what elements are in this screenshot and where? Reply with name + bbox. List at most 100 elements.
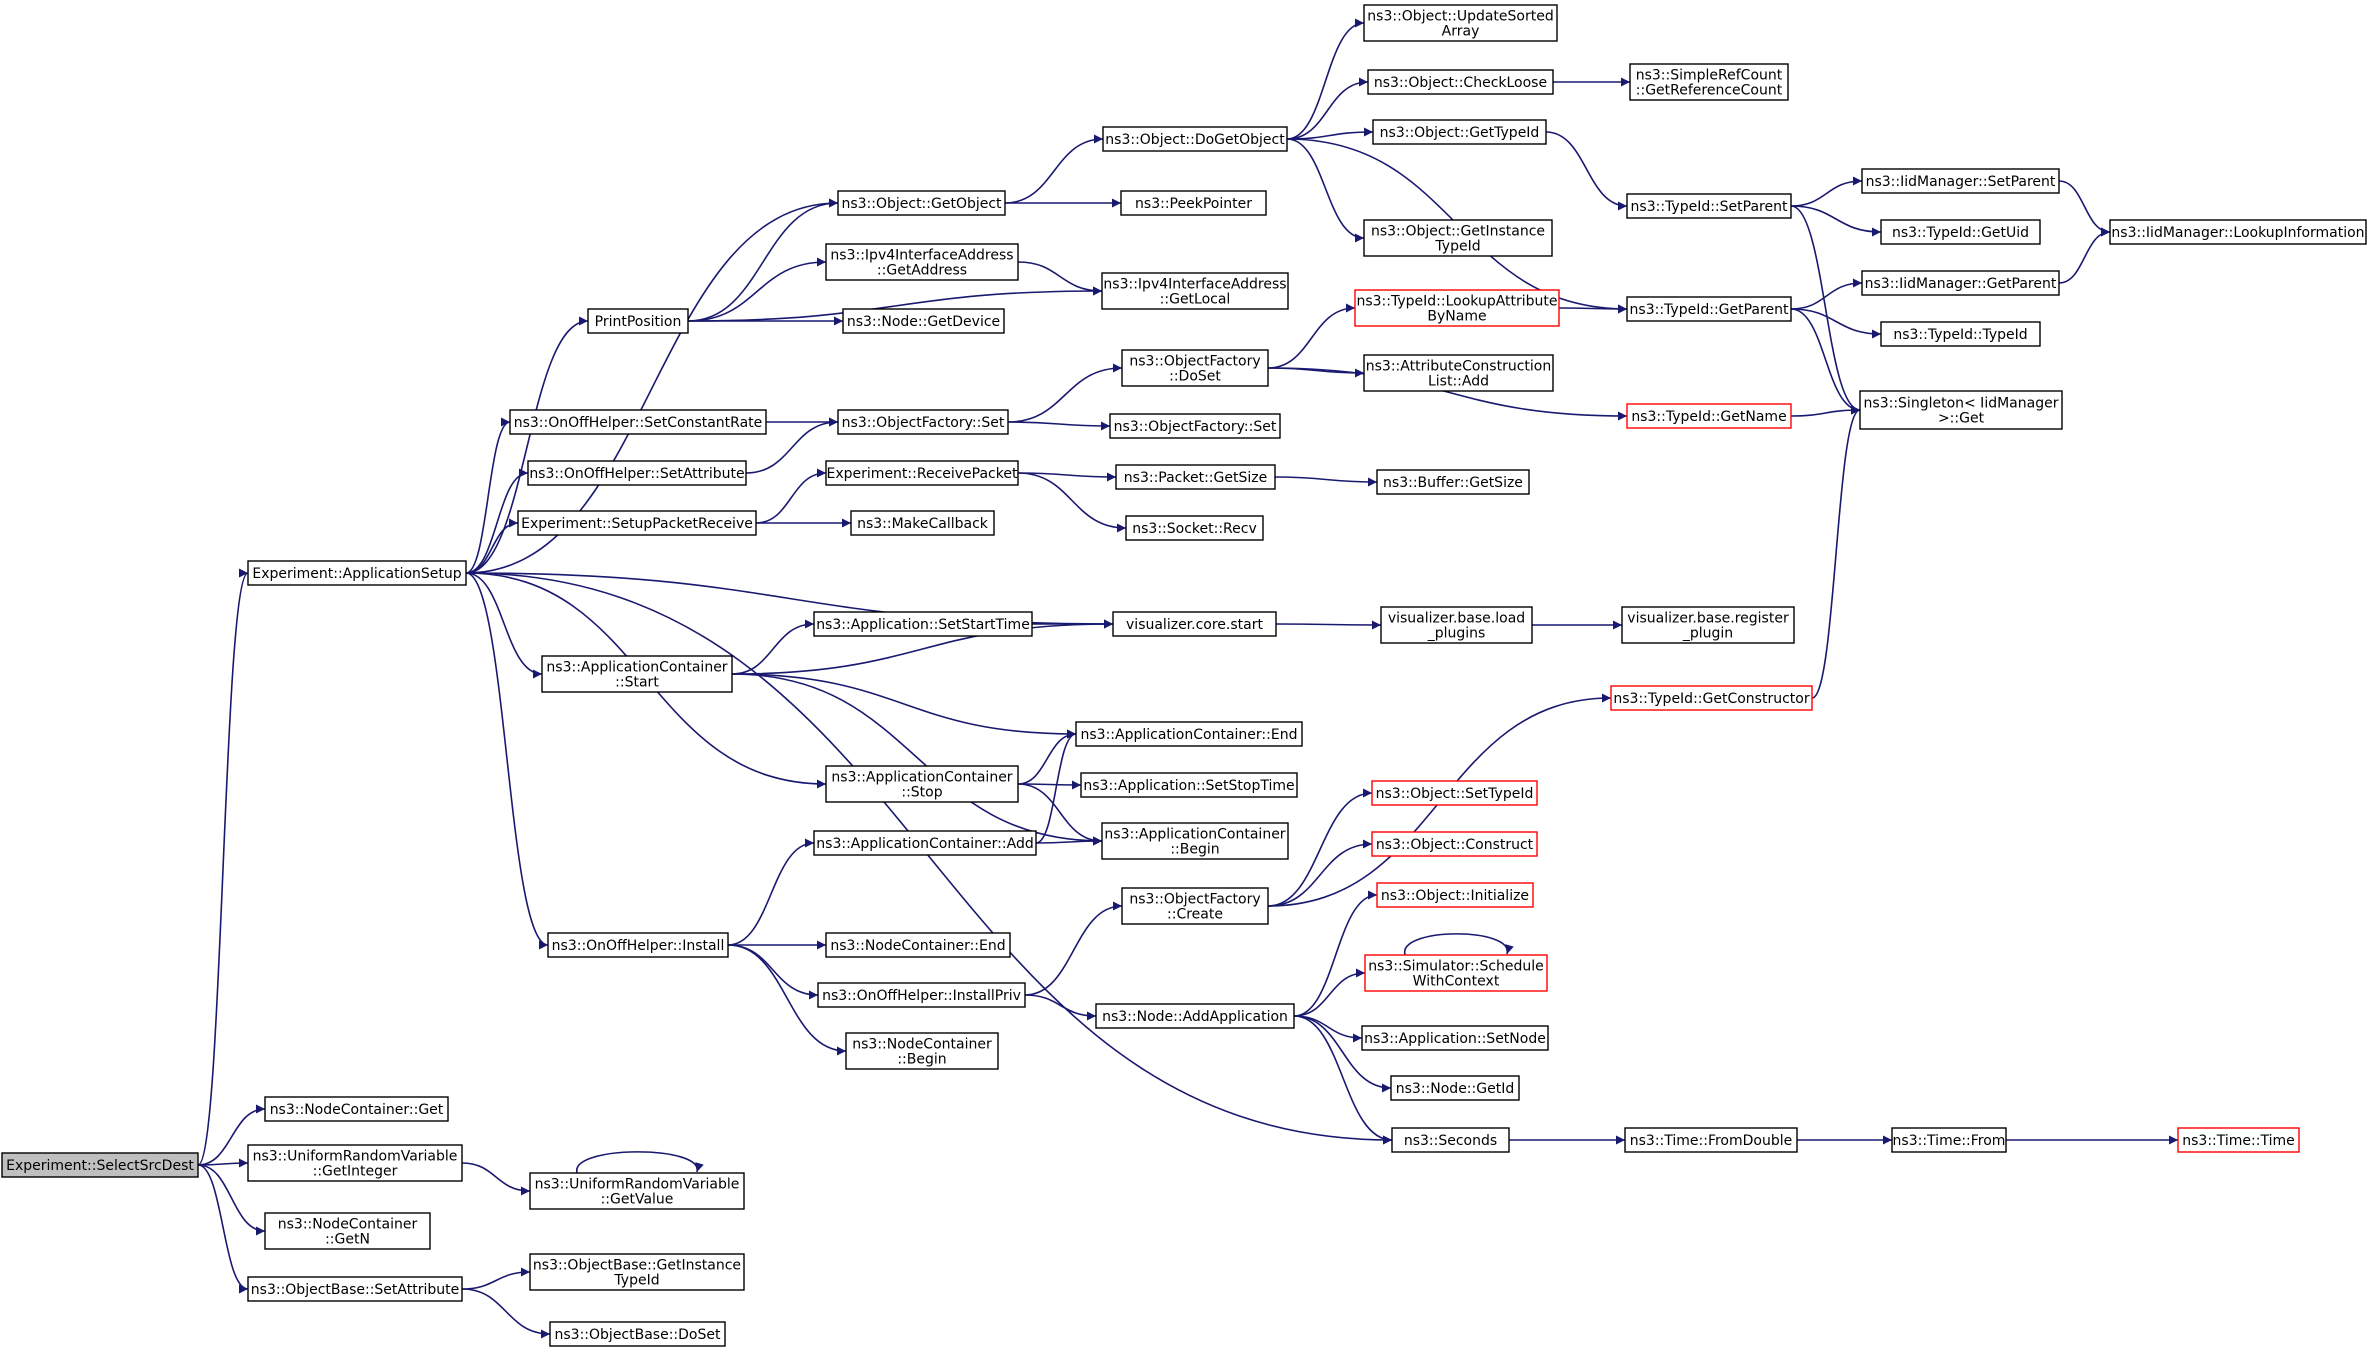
node-box bbox=[825, 243, 1019, 281]
node-peekpointer[interactable]: ns3::PeekPointer bbox=[1120, 190, 1267, 216]
node-time_time[interactable]: ns3::Time::Time bbox=[2177, 1127, 2300, 1153]
node-ipv4_getaddress[interactable]: ns3::Ipv4InterfaceAddress::GetAddress bbox=[825, 243, 1019, 281]
node-obj_getobject[interactable]: ns3::Object::GetObject bbox=[837, 190, 1006, 216]
node-selectsrcdest[interactable]: Experiment::SelectSrcDest bbox=[1, 1152, 199, 1178]
node-label: Experiment::ReceivePacket bbox=[827, 466, 1018, 482]
node-onoff_install[interactable]: ns3::OnOffHelper::Install bbox=[547, 932, 729, 958]
node-appcont_add[interactable]: ns3::ApplicationContainer::Add bbox=[813, 830, 1037, 856]
node-box bbox=[1121, 887, 1269, 925]
node-label: ns3::ApplicationContainer bbox=[1104, 827, 1285, 843]
node-label: Experiment::SetupPacketReceive bbox=[521, 516, 753, 532]
node-node_getdevice[interactable]: ns3::Node::GetDevice bbox=[842, 308, 1005, 334]
node-obj_checkloose[interactable]: ns3::Object::CheckLoose bbox=[1367, 69, 1554, 95]
node-onoff_setconstantrate[interactable]: ns3::OnOffHelper::SetConstantRate bbox=[509, 409, 767, 435]
node-exp_setuppacketreceive[interactable]: Experiment::SetupPacketReceive bbox=[517, 510, 757, 536]
node-node_addapplication[interactable]: ns3::Node::AddApplication bbox=[1095, 1003, 1295, 1029]
node-singleton_get[interactable]: ns3::Singleton< IidManager >::Get bbox=[1859, 390, 2063, 430]
node-label: visualizer.core.start bbox=[1126, 617, 1263, 633]
node-appcont_end[interactable]: ns3::ApplicationContainer::End bbox=[1075, 721, 1303, 747]
node-typeid_getname[interactable]: ns3::TypeId::GetName bbox=[1626, 403, 1792, 429]
node-nc_get[interactable]: ns3::NodeContainer::Get bbox=[264, 1096, 449, 1122]
node-of_create[interactable]: ns3::ObjectFactory::Create bbox=[1121, 887, 1269, 925]
node-time_fromdouble[interactable]: ns3::Time::FromDouble bbox=[1624, 1127, 1798, 1153]
node-time_from[interactable]: ns3::Time::From bbox=[1891, 1127, 2007, 1153]
node-viz_base_registerplugin[interactable]: visualizer.base.register_plugin bbox=[1621, 606, 1795, 644]
node-app_setstoptime[interactable]: ns3::Application::SetStopTime bbox=[1080, 772, 1298, 798]
node-onoff_setattribute[interactable]: ns3::OnOffHelper::SetAttribute bbox=[527, 460, 747, 486]
edge-node_addapplication-to-sim_schedulewithcontext bbox=[1293, 968, 1366, 1017]
node-of_set2[interactable]: ns3::ObjectFactory::Set bbox=[1109, 413, 1281, 439]
node-makecallback[interactable]: ns3::MakeCallback bbox=[850, 510, 995, 536]
node-box bbox=[845, 1032, 999, 1070]
node-label: ns3::UniformRandomVariable bbox=[535, 1177, 740, 1193]
node-appcont_start[interactable]: ns3::ApplicationContainer::Start bbox=[541, 655, 733, 693]
node-typeid_setparent[interactable]: ns3::TypeId::SetParent bbox=[1626, 193, 1792, 219]
node-of_set[interactable]: ns3::ObjectFactory::Set bbox=[837, 409, 1009, 435]
edge-sim_schedulewithcontext-to-sim_schedulewithcontext bbox=[1404, 933, 1514, 956]
node-appsetup[interactable]: Experiment::ApplicationSetup bbox=[247, 560, 467, 586]
node-app_setstarttime[interactable]: ns3::Application::SetStartTime bbox=[813, 611, 1033, 637]
node-label: ns3::Object::SetTypeId bbox=[1376, 786, 1534, 802]
node-obj_dogetobject[interactable]: ns3::Object::DoGetObject bbox=[1102, 126, 1288, 152]
node-urv_getvalue[interactable]: ns3::UniformRandomVariable::GetValue bbox=[529, 1172, 745, 1210]
node-nc_end[interactable]: ns3::NodeContainer::End bbox=[825, 932, 1011, 958]
node-ob_setattribute[interactable]: ns3::ObjectBase::SetAttribute bbox=[247, 1276, 463, 1302]
edge-typeid_lookupattributebyname-to-typeid_getparent bbox=[1558, 304, 1628, 314]
node-iidmanager_lookupinformation[interactable]: ns3::IidManager::LookupInformation bbox=[2109, 219, 2367, 245]
node-obj_construct[interactable]: ns3::Object::Construct bbox=[1371, 831, 1538, 857]
node-label: ns3::ObjectFactory bbox=[1129, 354, 1260, 370]
edge-exp_setuppacketreceive-to-exp_receivepacket bbox=[755, 468, 827, 524]
node-ipv4_getlocal[interactable]: ns3::Ipv4InterfaceAddress::GetLocal bbox=[1101, 272, 1289, 310]
node-packet_getsize[interactable]: ns3::Packet::GetSize bbox=[1115, 464, 1276, 490]
node-nc_getn[interactable]: ns3::NodeContainer::GetN bbox=[264, 1212, 431, 1250]
node-box bbox=[1112, 611, 1277, 637]
edge-obj_gettypeid-to-typeid_setparent bbox=[1545, 131, 1628, 211]
node-ob_doset[interactable]: ns3::ObjectBase::DoSet bbox=[549, 1321, 726, 1347]
node-viz_base_loadplugins[interactable]: visualizer.base.load_plugins bbox=[1380, 606, 1533, 644]
node-exp_receivepacket[interactable]: Experiment::ReceivePacket bbox=[825, 460, 1019, 486]
node-obj_gettypeid[interactable]: ns3::Object::GetTypeId bbox=[1372, 119, 1547, 145]
node-label: ::Begin bbox=[1170, 842, 1219, 858]
node-app_setnode[interactable]: ns3::Application::SetNode bbox=[1361, 1025, 1549, 1051]
edge-appsetup-to-seconds bbox=[465, 572, 1393, 1145]
node-buffer_getsize[interactable]: ns3::Buffer::GetSize bbox=[1376, 469, 1530, 495]
node-nc_begin[interactable]: ns3::NodeContainer::Begin bbox=[845, 1032, 999, 1070]
node-label: ns3::Object::GetInstance bbox=[1371, 224, 1545, 240]
node-obj_settypeid[interactable]: ns3::Object::SetTypeId bbox=[1371, 780, 1538, 806]
node-label: ns3::TypeId::GetName bbox=[1631, 409, 1786, 425]
edge-obj_dogetobject-to-obj_updatesortedarray bbox=[1286, 18, 1365, 140]
node-socket_recv[interactable]: ns3::Socket::Recv bbox=[1125, 515, 1264, 541]
node-box bbox=[1121, 349, 1269, 387]
node-box bbox=[549, 1321, 726, 1347]
node-box bbox=[587, 308, 689, 334]
node-iidmanager_setparent[interactable]: ns3::IidManager::SetParent bbox=[1861, 168, 2060, 194]
node-box bbox=[529, 1253, 745, 1291]
node-of_doset[interactable]: ns3::ObjectFactory::DoSet bbox=[1121, 349, 1269, 387]
node-typeid_getparent[interactable]: ns3::TypeId::GetParent bbox=[1626, 296, 1792, 322]
node-urv_getinteger[interactable]: ns3::UniformRandomVariable::GetInteger bbox=[247, 1144, 463, 1182]
node-typeid_getconstructor[interactable]: ns3::TypeId::GetConstructor bbox=[1610, 685, 1813, 711]
node-simplerefcount_getrefcount[interactable]: ns3::SimpleRefCount::GetReferenceCount bbox=[1629, 63, 1789, 101]
edge-obj_getobject-to-obj_dogetobject bbox=[1004, 134, 1104, 204]
node-label: ns3::NodeContainer::Get bbox=[270, 1102, 444, 1118]
node-obj_initialize[interactable]: ns3::Object::Initialize bbox=[1376, 882, 1534, 908]
node-appcont_begin[interactable]: ns3::ApplicationContainer::Begin bbox=[1101, 822, 1289, 860]
node-seconds[interactable]: ns3::Seconds bbox=[1391, 1127, 1510, 1153]
node-node_getid[interactable]: ns3::Node::GetId bbox=[1390, 1075, 1520, 1101]
node-onoff_installpriv[interactable]: ns3::OnOffHelper::InstallPriv bbox=[817, 982, 1026, 1008]
node-typeid_typeid[interactable]: ns3::TypeId::TypeId bbox=[1880, 321, 2041, 347]
edge-typeid_getparent-to-typeid_typeid bbox=[1790, 308, 1882, 339]
node-printposition[interactable]: PrintPosition bbox=[587, 308, 689, 334]
node-appcont_stop[interactable]: ns3::ApplicationContainer::Stop bbox=[825, 765, 1019, 803]
node-box bbox=[529, 1172, 745, 1210]
node-viz_core_start[interactable]: visualizer.core.start bbox=[1112, 611, 1277, 637]
node-iidmanager_getparent[interactable]: ns3::IidManager::GetParent bbox=[1861, 270, 2060, 296]
node-typeid_getuid[interactable]: ns3::TypeId::GetUid bbox=[1880, 219, 2041, 245]
